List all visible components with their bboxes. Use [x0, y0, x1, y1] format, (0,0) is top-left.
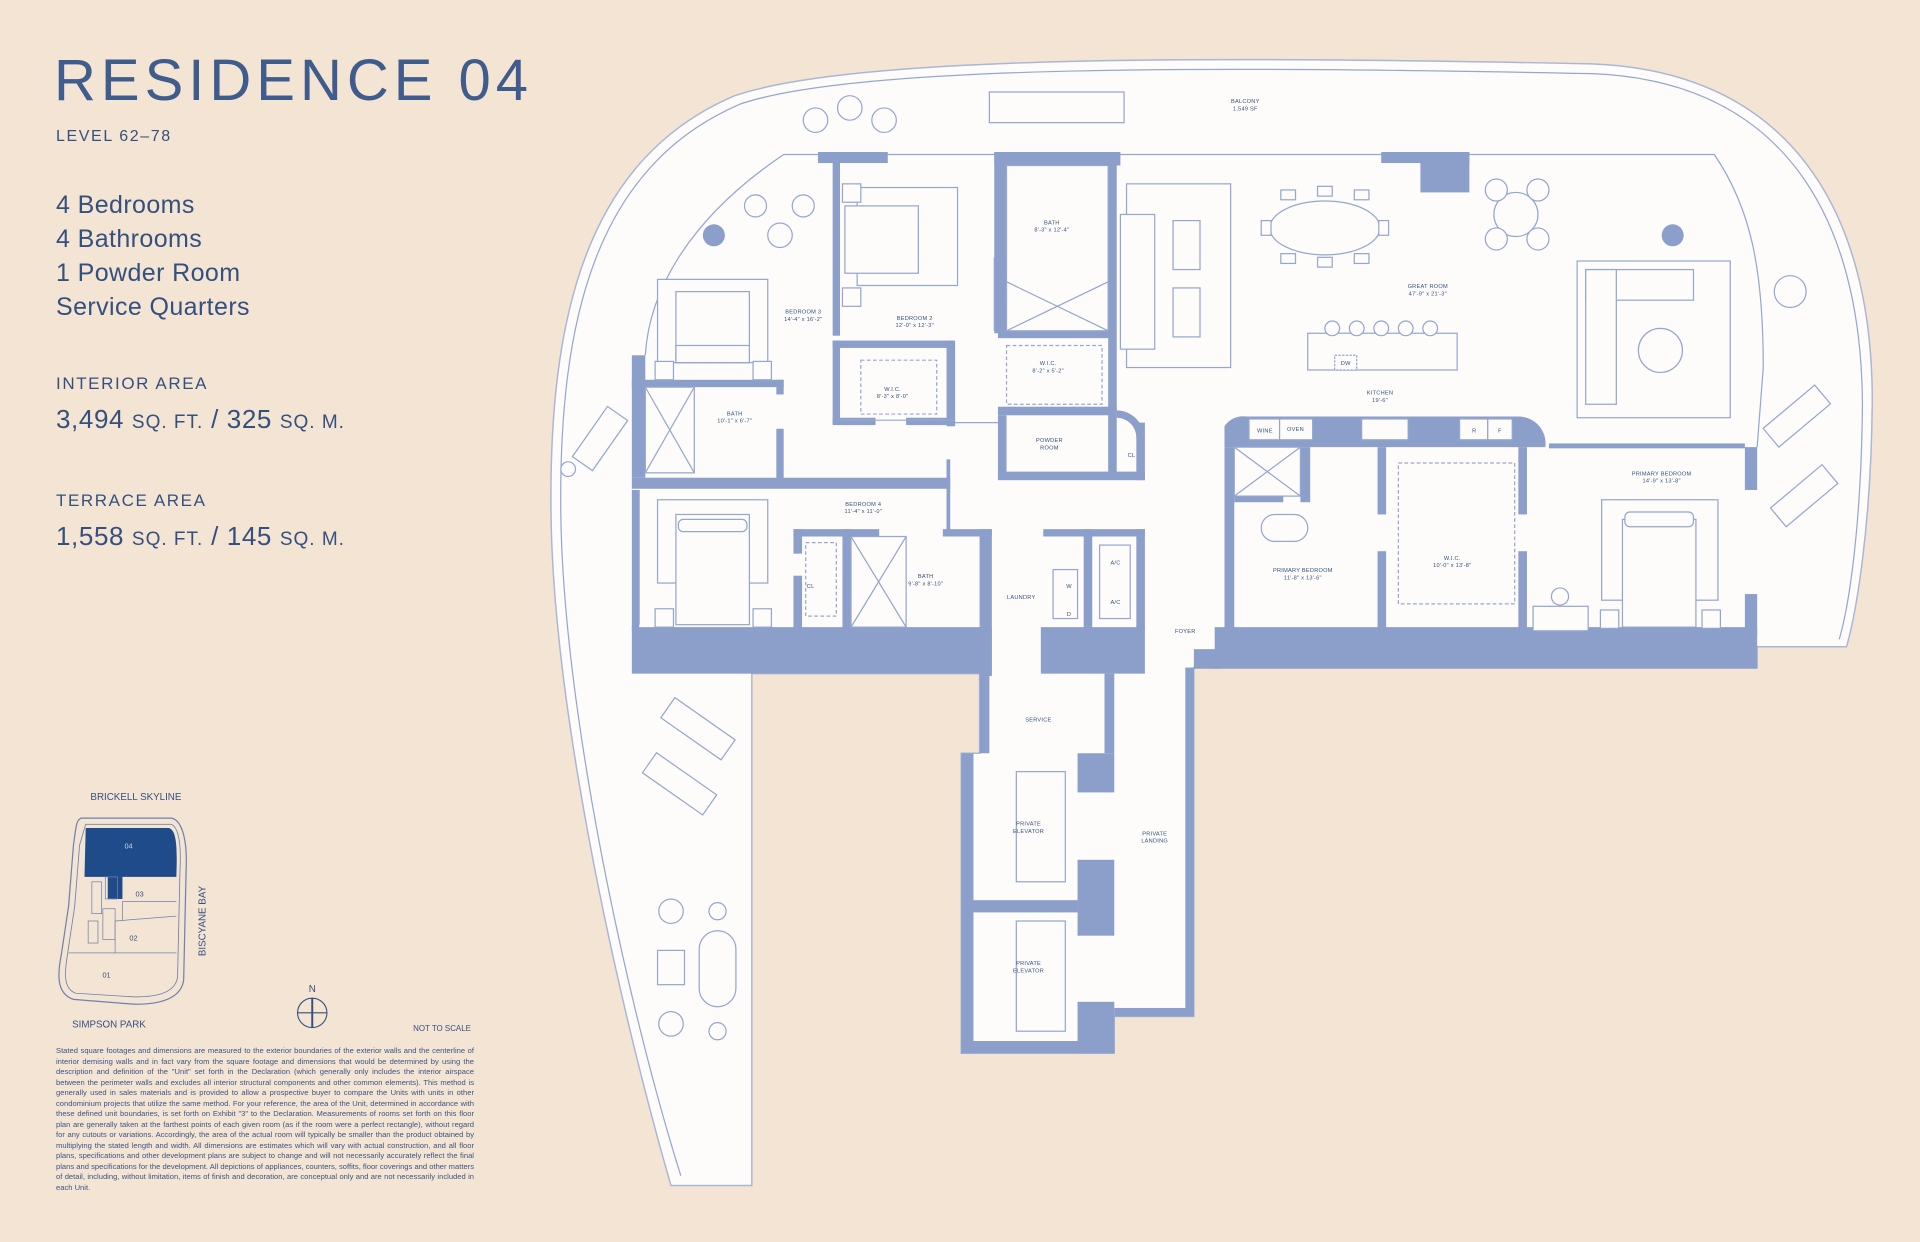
- primary-bedroom-dim: 14'-9" x 13'-8": [1642, 479, 1680, 485]
- wic-b2-label: W.I.C.: [884, 387, 901, 393]
- bedroom4-dim: 11'-4" x 11'-0": [845, 509, 882, 515]
- feature-bathrooms: 4 Bathrooms: [56, 225, 203, 253]
- unit-02-label: 02: [129, 934, 137, 943]
- bedroom2-dim: 12'-0" x 12'-3": [896, 323, 934, 329]
- separator: /: [203, 404, 227, 434]
- elevator1-label: PRIVATE: [1016, 821, 1041, 827]
- terrace-sqm: 145: [226, 521, 272, 551]
- east-label: BISCYANE BAY: [198, 885, 209, 956]
- bedroom3-dim: 14'-4" x 16'-2": [784, 317, 822, 323]
- bath-b4-dim: 9'-8" x 8'-10": [908, 581, 943, 587]
- primary-wic-dim: 10'-0" x 13'-8": [1433, 563, 1471, 569]
- disclaimer: Stated square footages and dimensions ar…: [56, 1046, 474, 1192]
- interior-sqft-unit: SQ. FT.: [131, 412, 204, 433]
- bath-b4-label: BATH: [918, 574, 934, 580]
- terrace-sqft-unit: SQ. FT.: [131, 529, 204, 550]
- page-title: RESIDENCE 04: [54, 48, 534, 113]
- separator: /: [203, 521, 227, 551]
- furniture: [560, 91, 1839, 1041]
- primary-bath-dim: 11'-8" x 13'-6": [1284, 575, 1322, 581]
- compass-icon: [297, 997, 328, 1029]
- oven-label: OVEN: [1287, 427, 1304, 433]
- balcony-dim: 1,549 SF: [1233, 106, 1258, 112]
- balcony-label: BALCONY: [1231, 99, 1260, 105]
- washer-label: W: [1066, 584, 1072, 590]
- key-plan: BRICKELL SKYLINE 04 03 02 01 BISCYANE BA…: [58, 792, 471, 1033]
- feature-bedrooms: 4 Bedrooms: [56, 191, 195, 219]
- foyer-label: FOYER: [1175, 629, 1196, 635]
- elevator2-label2: ELEVATOR: [1013, 968, 1044, 974]
- powder-room-label2: ROOM: [1040, 446, 1059, 452]
- feature-list: 4 Bedrooms 4 Bathrooms 1 Powder Room Ser…: [56, 188, 250, 324]
- north-label: BRICKELL SKYLINE: [90, 792, 181, 803]
- ac-label-2: A/C: [1110, 600, 1120, 606]
- interior-sqm: 325: [226, 404, 272, 434]
- wic-b2-dim: 8'-3" x 8'-0": [877, 394, 909, 400]
- primary-bath-label: PRIMARY BEDROOM: [1273, 568, 1333, 574]
- powder-room-label: POWDER: [1036, 438, 1063, 444]
- great-room-label: GREAT ROOM: [1408, 284, 1448, 290]
- fridge-r-label: R: [1472, 428, 1476, 434]
- wic-bath-label: W.I.C.: [1040, 361, 1057, 367]
- dishwasher-label: DW: [1341, 361, 1351, 367]
- closet-label: CL: [1128, 453, 1136, 459]
- primary-wic-label: W.I.C.: [1444, 556, 1461, 562]
- bath-b3-label: BATH: [727, 411, 743, 417]
- bedroom2-label: BEDROOM 2: [897, 316, 933, 322]
- not-to-scale-label: NOT TO SCALE: [413, 1024, 471, 1033]
- elevator2-label: PRIVATE: [1016, 961, 1041, 967]
- level-range: LEVEL 62–78: [56, 128, 172, 145]
- room-labels: BALCONY 1,549 SF BEDROOM 3 14'-4" x 16'-…: [717, 99, 1691, 974]
- elevator1-label2: ELEVATOR: [1013, 829, 1044, 835]
- terrace-sqft: 1,558: [56, 521, 125, 551]
- unit-03-label: 03: [136, 890, 144, 899]
- kitchen-label: KITCHEN: [1367, 390, 1393, 396]
- interior-area-label: INTERIOR AREA: [56, 374, 209, 393]
- primary-bedroom-label: PRIMARY BEDROOM: [1632, 471, 1692, 477]
- great-room-dim: 47'-9" x 21'-3": [1409, 291, 1447, 297]
- south-label: SIMPSON PARK: [72, 1020, 146, 1031]
- terrace-area-label: TERRACE AREA: [56, 491, 207, 510]
- interior-area-value: 3,494 SQ. FT. / 325 SQ. M.: [56, 404, 345, 435]
- closet-label-2: CL: [807, 584, 815, 590]
- unit-04-label: 04: [124, 842, 132, 851]
- wine-label: WINE: [1257, 428, 1273, 434]
- interior-sqm-unit: SQ. M.: [279, 412, 345, 433]
- bedroom3-label: BEDROOM 3: [785, 310, 821, 316]
- compass-north-label: N: [309, 984, 316, 995]
- bedroom4-label: BEDROOM 4: [845, 502, 881, 508]
- service-label: SERVICE: [1025, 717, 1051, 723]
- terrace-area-value: 1,558 SQ. FT. / 145 SQ. M.: [56, 521, 345, 552]
- landing-label: PRIVATE: [1142, 831, 1167, 837]
- fridge-f-label: F: [1498, 428, 1502, 434]
- feature-powder-room: 1 Powder Room: [56, 259, 241, 287]
- walls: [631, 152, 1758, 1054]
- bath-b2-dim: 8'-3" x 12'-4": [1034, 228, 1069, 234]
- dryer-label: D: [1067, 612, 1071, 618]
- ac-label-1: A/C: [1110, 561, 1120, 567]
- unit-01-label: 01: [102, 970, 110, 979]
- bath-b3-dim: 10'-1" x 6'-7": [717, 419, 752, 425]
- interior-sqft: 3,494: [56, 404, 125, 434]
- kitchen-dim: 19'-6": [1372, 398, 1388, 404]
- wic-bath-dim: 8'-2" x 5'-2": [1032, 368, 1064, 374]
- terrace-sqm-unit: SQ. M.: [279, 529, 345, 550]
- landing-label2: LANDING: [1141, 839, 1168, 845]
- bath-b2-label: BATH: [1044, 220, 1060, 226]
- laundry-label: LAUNDRY: [1007, 595, 1036, 601]
- feature-service-quarters: Service Quarters: [56, 293, 250, 321]
